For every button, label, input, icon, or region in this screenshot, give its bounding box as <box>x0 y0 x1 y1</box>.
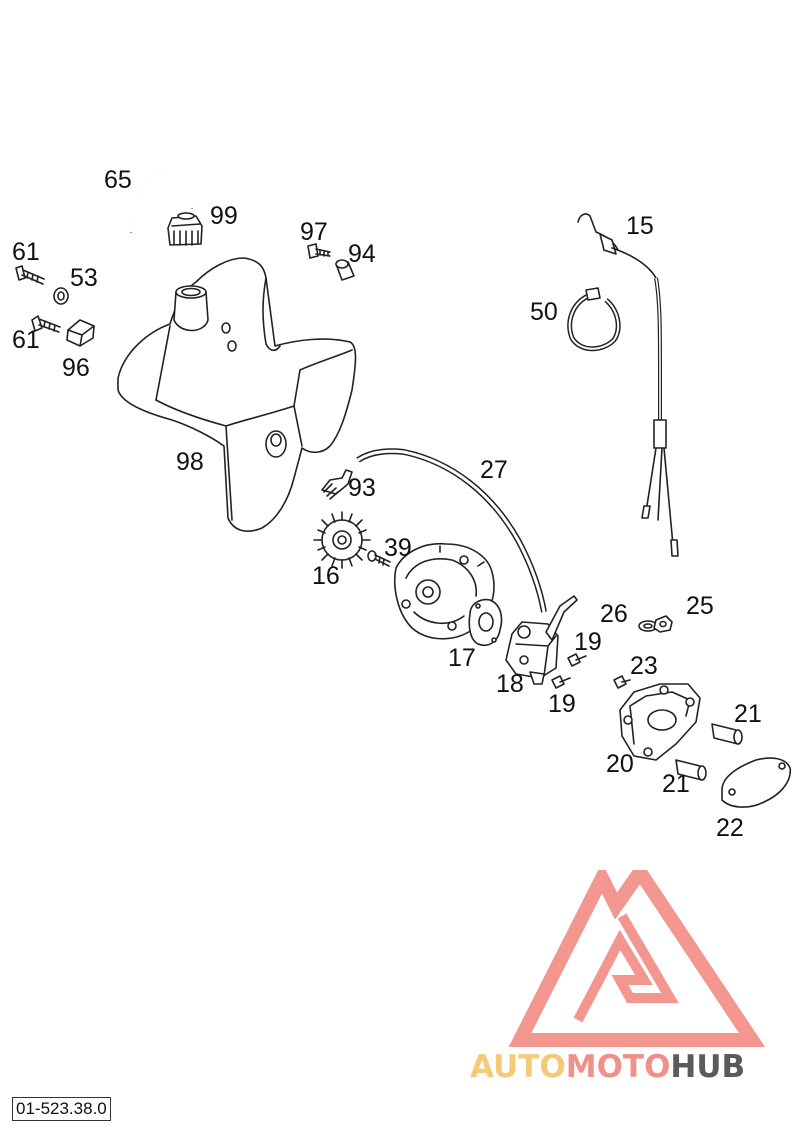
part-cover-plate <box>721 757 791 808</box>
label-25: 25 <box>686 592 714 620</box>
part-rubber-mount-96 <box>66 319 95 347</box>
label-20: 20 <box>606 750 634 778</box>
part-throttle-cable <box>577 213 679 557</box>
label-19-a: 19 <box>574 628 602 656</box>
part-gasket-17 <box>468 598 503 646</box>
label-50: 50 <box>530 298 558 326</box>
part-bolt-97 <box>307 243 331 259</box>
logo-triangle-icon <box>508 870 766 1047</box>
part-fuel-tank <box>117 257 357 532</box>
label-39: 39 <box>384 534 412 562</box>
part-bolt-61-top <box>15 265 45 285</box>
label-98: 98 <box>176 448 204 476</box>
label-96: 96 <box>62 354 90 382</box>
label-26: 26 <box>600 600 628 628</box>
part-pump-cover <box>619 683 701 761</box>
label-19-b: 19 <box>548 690 576 718</box>
part-hose-clamp <box>567 287 621 352</box>
part-pin-21-b <box>675 759 707 781</box>
watermark-hub: HUB <box>670 1049 745 1085</box>
part-sleeve-94 <box>335 259 355 281</box>
part-labels: 65 99 97 94 15 61 53 61 96 50 98 27 93 3… <box>12 166 762 842</box>
part-screw-19-a <box>567 653 587 667</box>
label-16: 16 <box>312 562 340 590</box>
part-screw-39 <box>367 550 391 567</box>
part-fuel-hose <box>356 448 547 613</box>
label-61-bottom: 61 <box>12 326 40 354</box>
watermark-moto: MOTO <box>566 1049 671 1085</box>
part-filler-cap <box>167 212 203 246</box>
part-nut-25 <box>653 615 673 633</box>
diagram-code: 01-523.38.0 <box>12 1097 111 1121</box>
label-61-top: 61 <box>12 238 40 266</box>
part-screw-19-b <box>551 675 571 689</box>
label-17: 17 <box>448 644 476 672</box>
watermark-auto: AUTO <box>470 1049 566 1085</box>
label-94: 94 <box>348 240 376 268</box>
label-65: 65 <box>104 166 132 194</box>
label-18: 18 <box>496 670 524 698</box>
label-21-a: 21 <box>734 700 762 728</box>
part-vent-hose <box>129 168 194 233</box>
label-93: 93 <box>348 474 376 502</box>
label-97: 97 <box>300 218 328 246</box>
part-pin-21-a <box>711 723 743 745</box>
part-washer-53 <box>53 287 69 305</box>
label-22: 22 <box>716 814 744 842</box>
svg-text:AUTOMOTOHUB: AUTOMOTOHUB <box>470 1049 745 1085</box>
part-hose-nipple <box>321 469 353 500</box>
automotohub-watermark: AUTOMOTOHUB <box>470 870 766 1085</box>
part-bolt-61-bottom <box>31 315 61 333</box>
label-27: 27 <box>480 456 508 484</box>
part-pump-gear <box>313 511 371 569</box>
part-oil-pump <box>505 595 578 685</box>
label-99: 99 <box>210 202 238 230</box>
label-21-b: 21 <box>662 770 690 798</box>
label-15: 15 <box>626 212 654 240</box>
label-23: 23 <box>630 652 658 680</box>
label-53: 53 <box>70 264 98 292</box>
part-screw-23 <box>613 675 631 689</box>
